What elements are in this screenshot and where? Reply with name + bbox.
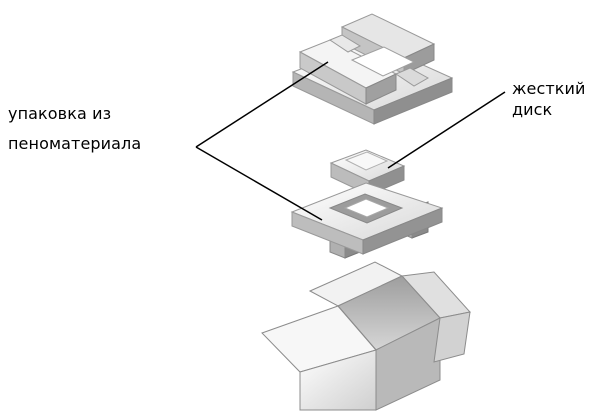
leader-line-hdd	[387, 91, 506, 169]
leader-lines	[195, 61, 506, 221]
leader-line-foam-top	[195, 61, 329, 148]
leader-line-foam-bottom	[195, 146, 323, 221]
hard-drive-label-line1: жесткий	[512, 79, 586, 98]
foam-label-line1: упаковка из	[8, 104, 112, 123]
bottom-foam-insert	[290, 182, 444, 259]
hard-drive-label-line2: диск	[512, 100, 553, 119]
cardboard-box	[261, 261, 471, 411]
foam-label-line2: пеноматериала	[8, 134, 142, 153]
top-foam-insert	[291, 13, 454, 125]
